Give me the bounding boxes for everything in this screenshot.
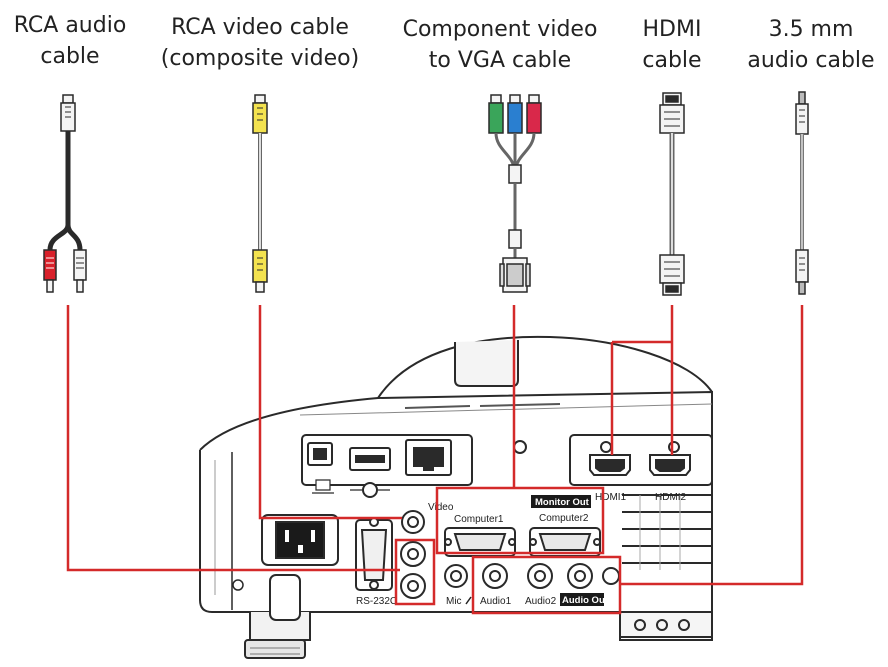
cable-title-35mm-audio: 3.5 mm audio cable (747, 17, 875, 73)
line-35mm-audio (620, 305, 804, 586)
rca-video-cable (252, 94, 268, 293)
highlight-computer-ports (435, 486, 605, 555)
label-video: Video (428, 502, 454, 513)
35mm-audio-cable (795, 91, 809, 295)
label-audio1: Audio1 (480, 596, 512, 607)
label-rs232c: RS-232C (356, 596, 397, 607)
line-hdmi (610, 305, 674, 455)
mic-symbol-icon (465, 596, 472, 605)
projector-body (199, 335, 713, 659)
label-computer2: Computer2 (539, 513, 589, 524)
line-rca-audio (66, 305, 400, 572)
cable-title-rca-audio: RCA audio cable (13, 13, 127, 69)
cable-title-component-vga: Component video to VGA cable (402, 17, 598, 73)
rca-audio-cable (43, 94, 87, 293)
label-computer1: Computer1 (454, 514, 504, 525)
monitor-out-badge (531, 495, 591, 508)
label-hdmi1: HDMI1 (595, 492, 627, 503)
hdmi-cable (659, 92, 685, 296)
label-audio2: Audio2 (525, 596, 557, 607)
cable-title-rca-video: RCA video cable (composite video) (160, 15, 360, 71)
upper-port-panel (301, 434, 713, 498)
highlight-audio-jacks (471, 555, 622, 615)
connection-lines (66, 305, 804, 615)
highlight-audio-lr (394, 538, 436, 606)
cable-title-hdmi: HDMI cable (642, 17, 702, 73)
audio-out-badge (560, 593, 604, 606)
label-audio-out: Audio Out (562, 595, 609, 606)
label-mic: Mic (446, 596, 462, 607)
component-vga-cable (488, 94, 542, 293)
line-rca-video (258, 305, 402, 520)
label-hdmi2: HDMI2 (655, 492, 687, 503)
label-monitor-out: Monitor Out (535, 497, 590, 508)
lower-port-panel (261, 510, 620, 599)
